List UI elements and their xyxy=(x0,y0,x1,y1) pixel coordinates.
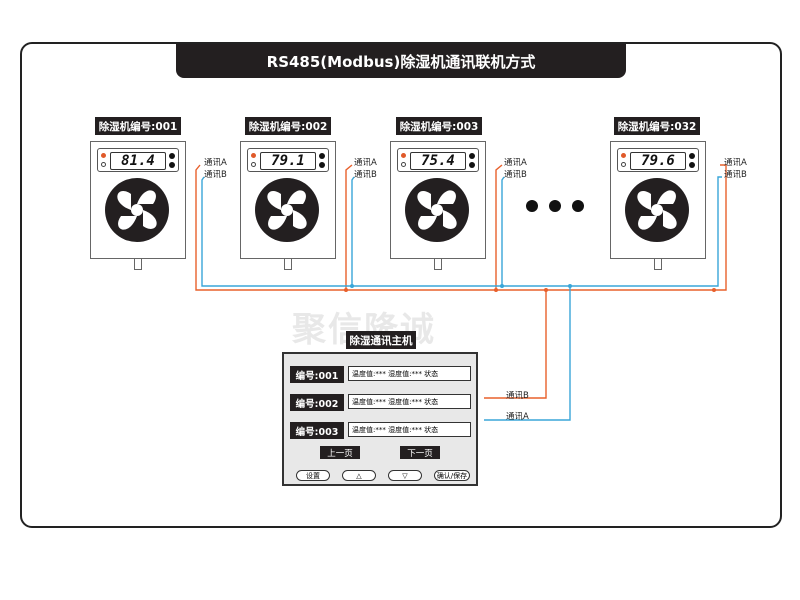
drain-pipe xyxy=(284,259,292,270)
unit-display: 79.6 xyxy=(617,148,699,172)
status-led-icon xyxy=(401,153,406,158)
fan-icon xyxy=(625,178,689,242)
fan-icon xyxy=(105,178,169,242)
status-led-icon xyxy=(101,162,106,167)
wire-a xyxy=(195,164,727,399)
status-led-icon xyxy=(621,153,626,158)
comm-b-label: 通讯B xyxy=(724,170,747,180)
unit-row: 编号:002 温度值:*** 湿度值:*** 状态 xyxy=(290,394,471,411)
comm-b-label: 通讯B xyxy=(354,170,377,180)
unit-row: 编号:003 温度值:*** 湿度值:*** 状态 xyxy=(290,422,471,439)
row-unit-info: 温度值:*** 湿度值:*** 状态 xyxy=(348,394,471,409)
status-led-icon xyxy=(251,153,256,158)
row-unit-id: 编号:001 xyxy=(290,366,344,383)
row-unit-info: 温度值:*** 湿度值:*** 状态 xyxy=(348,366,471,381)
unit-label-032: 除湿机编号:032 xyxy=(614,117,700,135)
ellipsis-dots-icon xyxy=(526,197,595,216)
up-button-icon xyxy=(469,153,475,159)
status-led-icon xyxy=(401,162,406,167)
humidity-readout: 79.1 xyxy=(260,152,316,170)
dehumidifier-002: 79.1 xyxy=(240,141,336,259)
status-led-icon xyxy=(101,153,106,158)
master-comm-b-label: 通讯B xyxy=(506,391,529,401)
master-title: 除湿通讯主机 xyxy=(346,331,416,349)
up-button-icon xyxy=(169,153,175,159)
row-unit-id: 编号:002 xyxy=(290,394,344,411)
humidity-readout: 79.6 xyxy=(630,152,686,170)
comm-a-label: 通讯A xyxy=(204,158,227,168)
up-arrow-button[interactable]: △ xyxy=(342,470,376,481)
unit-label-003: 除湿机编号:003 xyxy=(396,117,482,135)
down-arrow-button[interactable]: ▽ xyxy=(388,470,422,481)
fan-icon xyxy=(255,178,319,242)
drain-pipe xyxy=(654,259,662,270)
fan-icon xyxy=(405,178,469,242)
drain-pipe xyxy=(434,259,442,270)
humidity-readout: 75.4 xyxy=(410,152,466,170)
down-button-icon xyxy=(319,162,325,168)
unit-display: 75.4 xyxy=(397,148,479,172)
comm-a-label: 通讯A xyxy=(504,158,527,168)
comm-a-label: 通讯A xyxy=(724,158,747,168)
unit-label-001: 除湿机编号:001 xyxy=(95,117,181,135)
down-button-icon xyxy=(169,162,175,168)
dehumidifier-001: 81.4 xyxy=(90,141,186,259)
down-button-icon xyxy=(689,162,695,168)
settings-button[interactable]: 设置 xyxy=(296,470,330,481)
up-button-icon xyxy=(319,153,325,159)
diagram-title: RS485(Modbus)除湿机通讯联机方式 xyxy=(176,44,626,78)
comm-a-label: 通讯A xyxy=(354,158,377,168)
master-controller: 编号:001 温度值:*** 湿度值:*** 状态 编号:002 温度值:***… xyxy=(282,352,478,486)
drain-pipe xyxy=(134,259,142,270)
comm-b-label: 通讯B xyxy=(204,170,227,180)
unit-label-002: 除湿机编号:002 xyxy=(245,117,331,135)
wire-b xyxy=(201,176,722,421)
row-unit-info: 温度值:*** 湿度值:*** 状态 xyxy=(348,422,471,437)
unit-display: 81.4 xyxy=(97,148,179,172)
up-button-icon xyxy=(689,153,695,159)
unit-display: 79.1 xyxy=(247,148,329,172)
prev-page-button[interactable]: 上一页 xyxy=(320,446,360,459)
status-led-icon xyxy=(251,162,256,167)
down-button-icon xyxy=(469,162,475,168)
unit-row: 编号:001 温度值:*** 湿度值:*** 状态 xyxy=(290,366,471,383)
dehumidifier-003: 75.4 xyxy=(390,141,486,259)
dehumidifier-032: 79.6 xyxy=(610,141,706,259)
confirm-save-button[interactable]: 确认/保存 xyxy=(434,470,470,481)
status-led-icon xyxy=(621,162,626,167)
row-unit-id: 编号:003 xyxy=(290,422,344,439)
comm-b-label: 通讯B xyxy=(504,170,527,180)
master-comm-a-label: 通讯A xyxy=(506,412,529,422)
humidity-readout: 81.4 xyxy=(110,152,166,170)
next-page-button[interactable]: 下一页 xyxy=(400,446,440,459)
